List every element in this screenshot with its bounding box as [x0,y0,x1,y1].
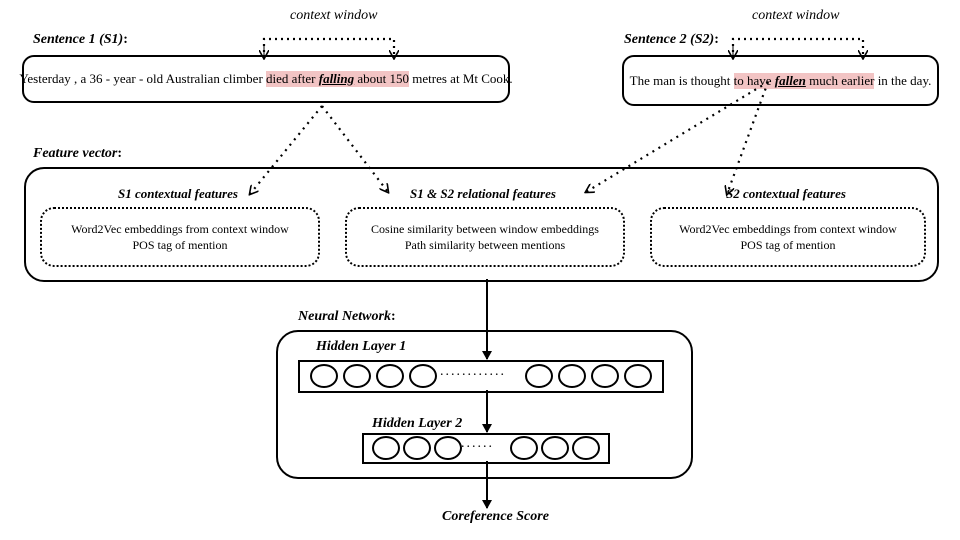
s2-text-pre: The man is thought [629,72,734,88]
neuron-node [403,436,431,460]
neuron-node [434,436,462,460]
hidden-layer-1-ellipsis: ............ [440,364,506,379]
relational-features-box: Cosine similarity between window embeddi… [345,207,625,267]
hidden-layer-2-label: Hidden Layer 2 [372,416,463,431]
neuron-node [591,364,619,388]
coreference-score-label: Coreference Score [442,509,549,524]
neuron-node [525,364,553,388]
hidden-layer-1: ............ [298,360,664,393]
sentence1-label: Sentence 1 (S1): [33,32,128,48]
s1-text-pre: Yesterday , a 36 - year - old Australian… [19,71,267,86]
s1-mention: falling [318,71,355,86]
s1-to-s1-features-arrow [250,105,323,194]
s2-feature-line: Word2Vec embeddings from context window [679,222,897,236]
s2-mention: fallen [774,72,806,88]
s1-contextual-features-box: Word2Vec embeddings from context window … [40,207,320,267]
s2-window-after: much earlier [805,72,875,88]
s1-window-before: died after [266,71,319,86]
s1-feature-line: Word2Vec embeddings from context window [71,222,289,236]
neuron-node [572,436,600,460]
sentence1-label-colon: : [123,32,128,47]
neuron-node [372,436,400,460]
neuron-node [376,364,404,388]
neural-network-label-text: Neural Network [298,309,391,324]
s1-context-bracket [262,37,394,58]
hidden-layer-2: ...... [362,433,610,464]
s2-feature-line: POS tag of mention [740,238,836,252]
neuron-node [541,436,569,460]
sentence1-box: Yesterday , a 36 - year - old Australian… [19,55,513,103]
feature-vector-box [24,167,939,282]
s2-contextual-features-box: Word2Vec embeddings from context window … [650,207,926,267]
neuron-node [310,364,338,388]
sentence1-label-text: Sentence 1 (S1) [33,32,124,47]
feature-vector-label-colon: : [117,146,123,161]
s2-context-window-label: context window [752,8,840,23]
neuron-node [409,364,437,388]
sentence2-label-text: Sentence 2 (S2) [624,32,715,47]
hidden-layer-2-ellipsis: ...... [461,436,494,451]
feature-vector-label: Feature vector: [33,146,122,162]
neural-network-label: Neural Network: [298,309,396,325]
s2-context-highlight: to have fallen much earlier [733,72,875,89]
s1-feature-line: POS tag of mention [132,238,228,252]
s1-contextual-title: S1 contextual features [118,186,238,201]
s1-text-post: metres at Mt Cook. [409,71,513,86]
neuron-node [558,364,586,388]
s2-contextual-title: S2 contextual features [726,186,846,201]
s2-to-s2-features-arrow [727,81,770,194]
neuron-node [510,436,538,460]
s2-text-post: in the day. [874,72,932,88]
relational-title: S1 & S2 relational features [410,186,556,201]
s1-context-window-label: context window [290,8,378,23]
s2-window-before: to have [733,72,775,88]
s1-window-after: about 150 [354,71,410,86]
s2-to-relational-arrow [586,81,769,192]
s1-context-highlight: died after falling about 150 [266,71,410,87]
neuron-node [343,364,371,388]
feature-vector-label-text: Feature vector [33,146,118,161]
relational-feature-line: Cosine similarity between window embeddi… [371,222,599,236]
relational-feature-line: Path similarity between mentions [404,238,566,252]
neural-network-label-colon: : [390,309,396,324]
sentence2-box: The man is thought to have fallen much e… [622,55,939,106]
s1-to-relational-arrow [321,105,388,192]
hidden-layer-1-label: Hidden Layer 1 [316,339,407,354]
sentence2-label-colon: : [714,32,719,47]
neuron-node [624,364,652,388]
s2-context-bracket [731,37,863,58]
neural-network-box [276,330,693,479]
sentence2-label: Sentence 2 (S2): [624,32,719,48]
